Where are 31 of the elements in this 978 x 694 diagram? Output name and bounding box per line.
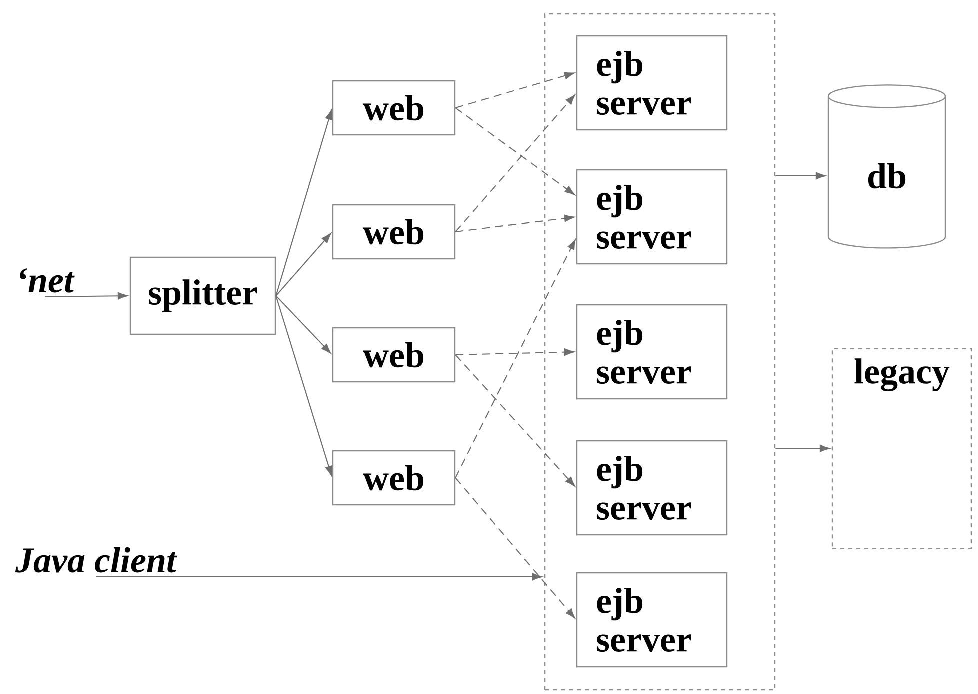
client-label: Java client [15, 547, 178, 573]
server-box: ejb server [576, 169, 728, 265]
arrow [96, 573, 542, 581]
server-box: ejb server [576, 440, 728, 536]
dashed-arrow [455, 478, 576, 619]
dashed-arrow [455, 240, 576, 478]
arrow [276, 296, 333, 476]
process-box: web [332, 450, 456, 506]
system-box: legacy [832, 348, 972, 550]
process-box: splitter [130, 256, 276, 336]
process-box: web [332, 80, 456, 136]
container-box [544, 13, 776, 691]
arrow [776, 172, 826, 180]
server-box: ejb server [576, 35, 728, 131]
dashed-arrow [455, 72, 575, 109]
process-box: web [332, 327, 456, 383]
dashed-arrow [455, 94, 576, 232]
dashed-arrow [456, 348, 574, 356]
input-label: ‘net [20, 268, 75, 293]
arrow [45, 292, 128, 300]
arrow [776, 444, 830, 452]
arrow [276, 233, 332, 296]
server-box: ejb server [576, 572, 728, 668]
dashed-arrow [455, 354, 576, 487]
dashed-arrow [456, 214, 574, 233]
arrow [276, 110, 333, 296]
dashed-arrow [455, 108, 575, 196]
arrow [276, 296, 332, 354]
process-box: web [332, 204, 456, 260]
database-cylinder: db [828, 84, 946, 249]
server-box: ejb server [576, 304, 728, 400]
